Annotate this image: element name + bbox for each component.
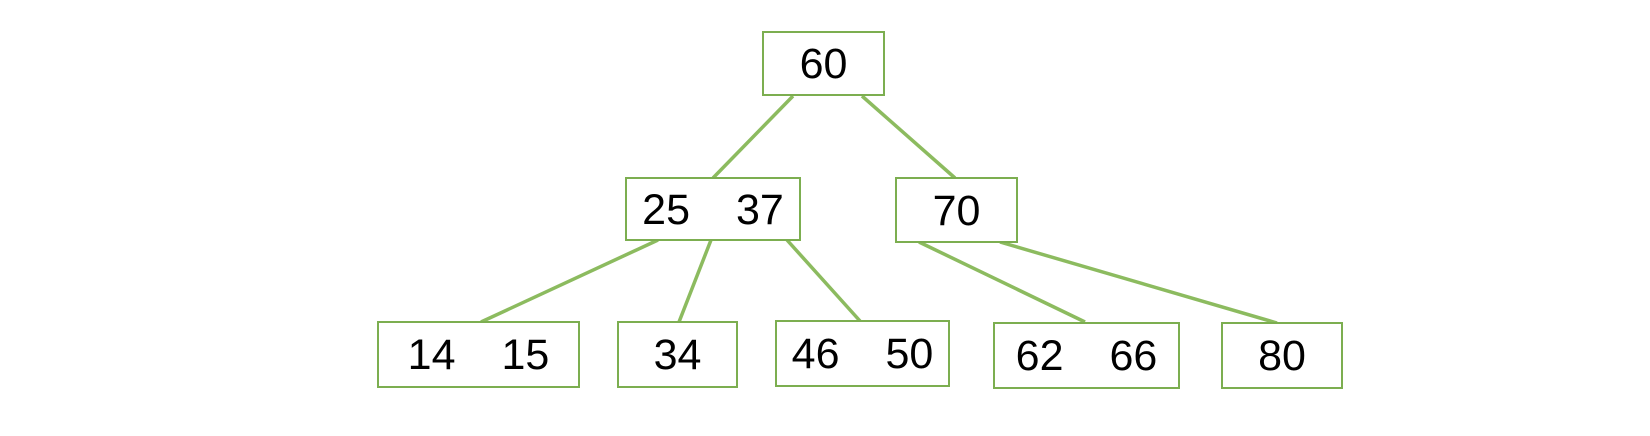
tree-node-62-66: 62 66: [993, 322, 1180, 389]
node-key: 80: [1258, 332, 1306, 380]
tree-node-14-15: 14 15: [377, 321, 580, 388]
tree-node-60: 60: [762, 31, 885, 96]
edge-25-37-to-14-15: [480, 238, 659, 324]
tree-node-34: 34: [617, 321, 738, 388]
node-key: 25: [642, 185, 690, 234]
edge-70-to-80: [999, 240, 1278, 325]
edge-25-37-to-34: [677, 239, 713, 323]
node-key: 14: [407, 331, 456, 379]
edge-70-to-62-66: [918, 240, 1086, 324]
node-key: 15: [501, 331, 550, 379]
node-key: 46: [791, 330, 840, 378]
tree-node-46-50: 46 50: [775, 320, 950, 387]
edge-60-to-25-37: [711, 94, 795, 180]
tree-node-70: 70: [895, 177, 1018, 243]
edge-25-37-to-46-50: [785, 238, 862, 323]
node-key: 50: [885, 330, 934, 378]
tree-node-25-37: 25 37: [625, 177, 801, 241]
edge-60-to-70: [860, 94, 957, 180]
node-key: 37: [736, 185, 784, 234]
node-key: 34: [653, 331, 702, 379]
tree-node-80: 80: [1221, 322, 1343, 389]
node-key: 66: [1109, 332, 1158, 380]
node-key: 62: [1015, 332, 1064, 380]
node-key: 70: [932, 186, 981, 235]
node-key: 60: [799, 40, 848, 88]
